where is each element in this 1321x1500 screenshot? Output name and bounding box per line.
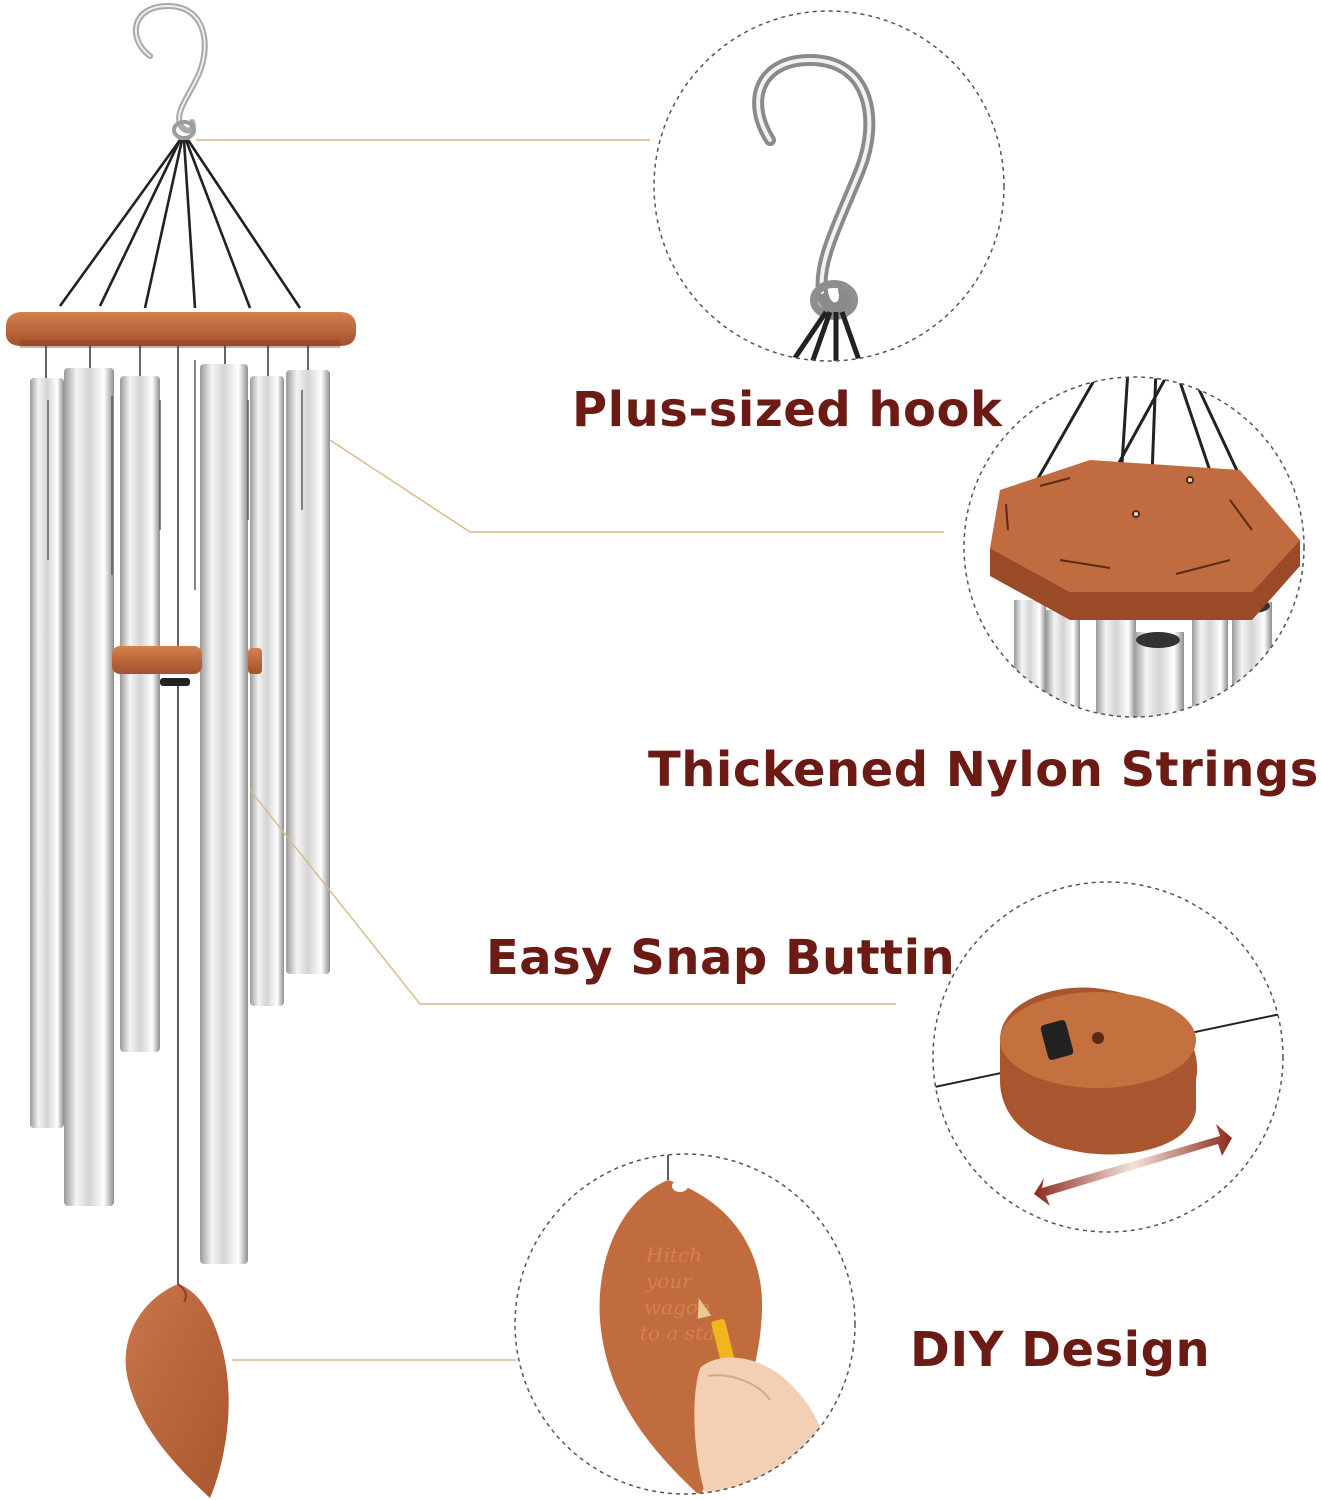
main-hook-icon bbox=[132, 2, 208, 134]
chime-tubes bbox=[30, 364, 330, 1264]
wind-chime-main bbox=[6, 2, 356, 1498]
engraving-line-1: Hitch bbox=[645, 1243, 702, 1267]
detail-circle-hook bbox=[653, 10, 1005, 362]
wooden-striker bbox=[112, 646, 202, 674]
slide-arrow-icon bbox=[1034, 1124, 1232, 1206]
feature-label-strings: Thickened Nylon Strings bbox=[648, 742, 1319, 798]
hand-pencil-icon bbox=[694, 1298, 840, 1494]
engraving-line-2: your bbox=[645, 1269, 693, 1293]
detail-circle-snap bbox=[932, 881, 1284, 1233]
main-leaf-sail bbox=[125, 1284, 229, 1498]
detail-circle-diy: Hitch your wagon to a star bbox=[514, 1153, 856, 1495]
feature-label-snap: Easy Snap Buttin bbox=[486, 930, 956, 986]
feature-label-diy: DIY Design bbox=[910, 1322, 1211, 1378]
wooden-top-icon bbox=[990, 460, 1300, 592]
detail-circle-strings bbox=[963, 376, 1305, 718]
main-wooden-top bbox=[6, 312, 356, 346]
leader-lines bbox=[196, 139, 944, 1361]
feature-label-hook: Plus-sized hook bbox=[572, 382, 1003, 438]
